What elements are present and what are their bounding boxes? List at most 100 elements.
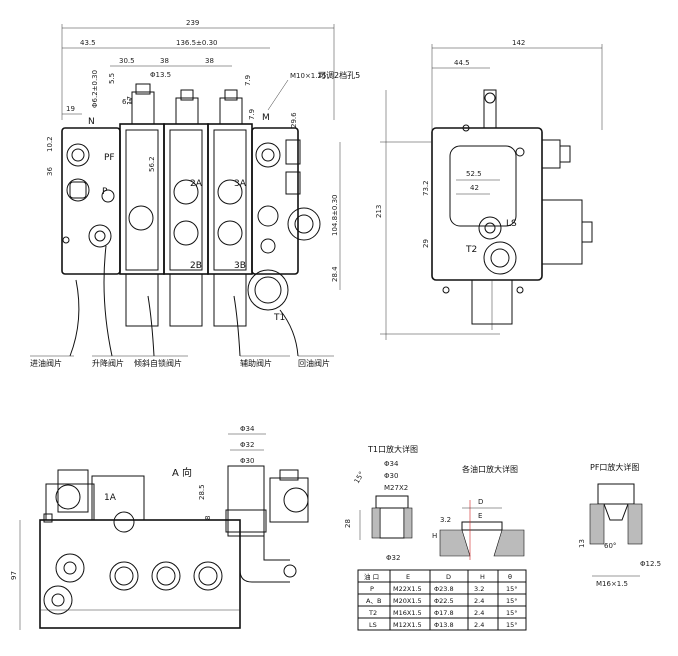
detail-t1-title: T1口放大详图 xyxy=(367,444,418,454)
table-cell: Φ22.5 xyxy=(434,597,454,605)
table-cell: 15° xyxy=(506,609,518,617)
dim-spacing: 136.5±0.30 xyxy=(176,39,218,47)
dim-56-2: 56.2 xyxy=(148,156,156,172)
detail-pf-title: PF口放大详图 xyxy=(590,462,639,472)
port-n-label: N xyxy=(88,117,95,127)
dim-7-9a: 7.9 xyxy=(244,75,252,86)
table-header-h: H xyxy=(480,573,485,581)
dim-28-4: 28.4 xyxy=(331,266,339,282)
thread-note: 可调2档孔5 xyxy=(318,70,360,80)
detail-pf: PF口放大详图 13 60° Φ12.5 M16×1.5 xyxy=(578,462,661,588)
ports-dim-3-2: 3.2 xyxy=(440,516,451,524)
dim-17: 17 xyxy=(126,96,134,105)
table-cell: 2.4 xyxy=(474,609,484,617)
detail-ports: 各油口放大详图 D E 3.2 H xyxy=(432,464,525,560)
table-cell: P xyxy=(370,585,374,593)
dim-overall-width: 239 xyxy=(186,19,199,27)
port-t2-label: T2 xyxy=(465,245,477,255)
table-cell: M22X1.5 xyxy=(393,585,422,593)
top-dim-32: Φ32 xyxy=(240,441,254,449)
dim-left-offset: 43.5 xyxy=(80,39,96,47)
detail-t1: T1口放大详图 Φ34 Φ30 M27X2 15° 28 Φ32 xyxy=(344,444,418,562)
dim-13-5: Φ13.5 xyxy=(150,71,171,79)
table-cell: Φ13.8 xyxy=(434,621,454,629)
port-2b-label: 2B xyxy=(190,261,202,271)
callout-inlet: 进油阀片 xyxy=(30,358,62,368)
table-cell: M16X1.5 xyxy=(393,609,422,617)
side-view: 142 44.5 213 52.5 42 73.2 29 LS T2 xyxy=(375,39,603,340)
t1-dim-34: Φ34 xyxy=(384,460,399,468)
dim-6-5: 6.5 xyxy=(122,98,133,106)
side-dim-42: 42 xyxy=(470,184,479,192)
dim-38a: 38 xyxy=(160,57,169,65)
top-dim-30: Φ30 xyxy=(240,457,254,465)
pf-dim-12-5: Φ12.5 xyxy=(640,560,661,568)
table-header-e: E xyxy=(406,573,410,581)
dim-6-2: Φ6.2±0.30 xyxy=(91,70,99,108)
dim-19: 19 xyxy=(66,105,75,113)
port-1a-label: 1A xyxy=(104,493,117,503)
table-cell: 2.4 xyxy=(474,597,484,605)
side-dim-52-5: 52.5 xyxy=(466,170,482,178)
side-dim-height: 213 xyxy=(375,205,383,218)
dim-38b: 38 xyxy=(205,57,214,65)
thread-m10: M10×1.25 xyxy=(290,72,326,80)
port-pf-label: PF xyxy=(104,153,115,163)
table-header-theta: θ xyxy=(508,573,512,581)
callout-tilt: 倾斜自锁阀片 xyxy=(134,358,182,368)
table-cell: 15° xyxy=(506,621,518,629)
pf-dim-13: 13 xyxy=(578,539,586,548)
top-dim-28-5: 28.5 xyxy=(198,484,206,500)
ports-dim-d: D xyxy=(478,498,483,506)
port-ls-label: LS xyxy=(506,219,517,229)
dim-104-8: 104.8±0.30 xyxy=(331,195,339,237)
dim-36: 36 xyxy=(46,167,54,176)
table-header-port: 油 口 xyxy=(364,572,379,581)
table-cell: Φ17.8 xyxy=(434,609,454,617)
pf-angle: 60° xyxy=(604,542,616,550)
top-dim-97: 97 xyxy=(10,571,18,580)
side-dim-73-2: 73.2 xyxy=(422,180,430,196)
port-table: 油 口 E D H θ P M22X1.5 Φ23.8 3.2 15° A、B … xyxy=(357,569,527,631)
t1-dim-30: Φ30 xyxy=(384,472,398,480)
port-3a-label: 3A xyxy=(234,179,247,189)
dim-7-9b: 7.9 xyxy=(248,109,256,120)
table-cell: M20X1.5 xyxy=(393,597,422,605)
table-cell: 15° xyxy=(506,585,518,593)
ports-dim-h: H xyxy=(432,532,437,540)
dim-30-5: 30.5 xyxy=(119,57,135,65)
callout-return: 回油阀片 xyxy=(298,358,330,368)
table-cell: 15° xyxy=(506,597,518,605)
table-cell: T2 xyxy=(368,609,377,617)
dim-29-6: 29.6 xyxy=(290,112,298,128)
side-dim-44-5: 44.5 xyxy=(454,59,470,67)
t1-angle: 15° xyxy=(353,470,366,485)
callout-aux: 辅助阀片 xyxy=(240,358,272,368)
ports-dim-e: E xyxy=(478,512,482,520)
port-m-label: M xyxy=(262,113,270,123)
port-p-label: P xyxy=(102,187,108,197)
t1-thread: M27X2 xyxy=(384,484,408,492)
front-view: 239 43.5 136.5±0.30 30.5 38 38 Φ13.5 5.5… xyxy=(30,19,360,368)
top-view-title: A 向 xyxy=(172,466,192,479)
top-dim-34: Φ34 xyxy=(240,425,255,433)
side-dim-29: 29 xyxy=(422,239,430,248)
t1-dim-28: 28 xyxy=(344,519,352,528)
table-cell: Φ23.8 xyxy=(434,585,454,593)
table-cell: A、B xyxy=(366,597,381,605)
top-dim-8: 8 xyxy=(204,516,212,520)
table-cell: 3.2 xyxy=(474,585,484,593)
table-cell: M12X1.5 xyxy=(393,621,422,629)
side-dim-width: 142 xyxy=(512,39,525,47)
detail-ports-title: 各油口放大详图 xyxy=(462,464,518,474)
port-3b-label: 3B xyxy=(234,261,246,271)
dim-5-5: 5.5 xyxy=(108,73,116,84)
pf-thread: M16×1.5 xyxy=(596,580,628,588)
table-cell: 2.4 xyxy=(474,621,484,629)
dim-10-2: 10.2 xyxy=(46,136,54,152)
callout-lift: 升降阀片 xyxy=(92,358,124,368)
top-view: A 向 1A Φ34 Φ32 Φ30 28.5 8 97 xyxy=(10,425,309,630)
port-t1-label: T1 xyxy=(273,313,285,323)
port-2a-label: 2A xyxy=(190,179,203,189)
